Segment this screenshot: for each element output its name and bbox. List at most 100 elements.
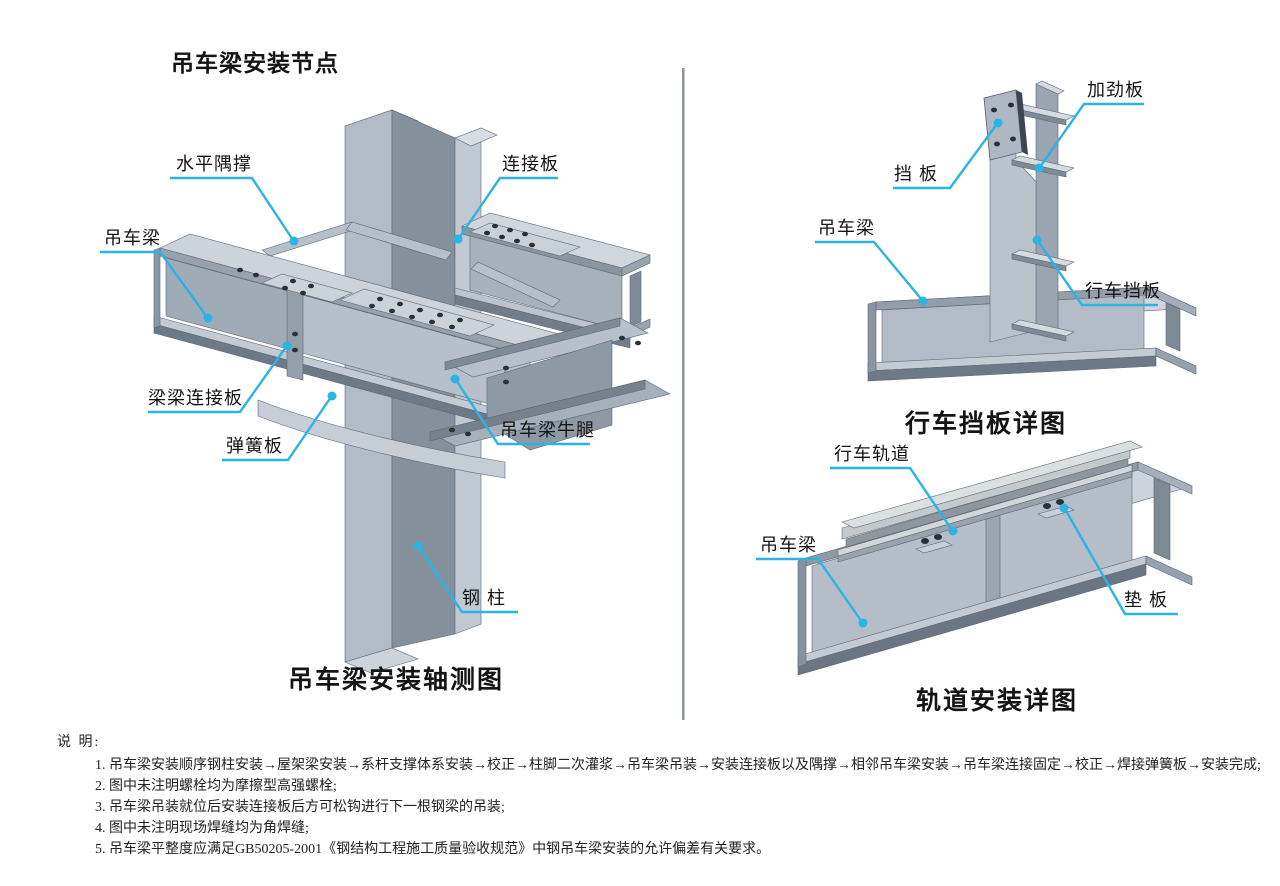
label-connection-plate: 连接板 (502, 154, 559, 174)
bolt (253, 272, 259, 278)
spring-plate-shape (257, 399, 506, 479)
leader-corbel (454, 379, 590, 446)
leader-dot (289, 236, 299, 246)
column-back-cap (454, 127, 498, 147)
bolt (503, 365, 509, 371)
bolt (292, 331, 298, 337)
stiffener-shelf-edge (1011, 323, 1067, 342)
rail-base-top (837, 464, 1133, 557)
leader-dot (858, 618, 868, 628)
rail-clamp-pads (915, 499, 1075, 554)
label-crane-rail: 行车轨道 (834, 444, 910, 464)
leader-pad-plate (1063, 508, 1178, 616)
leader-dot (327, 391, 337, 401)
bolt (499, 234, 505, 240)
crane-rail-3d (837, 440, 1143, 563)
label-crane-beam-tr: 吊车梁 (818, 218, 875, 238)
leader-dot (453, 234, 463, 244)
leader-steel-column (417, 546, 518, 614)
column-bottom-cap (344, 647, 419, 674)
bolt (484, 230, 490, 236)
corbel-plate-edge (444, 317, 621, 371)
label-corbel: 吊车梁牛腿 (500, 420, 595, 440)
bottom-right-caption: 轨道安装详图 (916, 686, 1078, 715)
leader-dots (203, 118, 1069, 628)
bolt (237, 267, 243, 273)
bolt (921, 538, 929, 544)
stop-plate (983, 89, 1023, 161)
beam-bottom-edge (797, 563, 1147, 676)
leader-horizontal-brace (170, 176, 295, 241)
note-item-4: 4. 图中未注明现场焊缝均为角焊缝; (95, 821, 309, 836)
brace-bar (345, 221, 453, 261)
bolt (437, 312, 443, 318)
leader-crane-baffle (1037, 240, 1158, 307)
bolt (994, 141, 1000, 147)
bolt (529, 242, 535, 248)
bolt (514, 238, 520, 244)
leader-dot (413, 541, 423, 551)
bolt (389, 308, 395, 314)
crane-beams-front-3d (153, 233, 567, 439)
beam-end-flange (1137, 461, 1193, 495)
beam-end-web (629, 270, 642, 328)
leader-dot (918, 296, 928, 306)
horizontal-knee-braces (261, 221, 561, 308)
bolt (1043, 503, 1051, 509)
label-beam-beam-plate: 梁梁连接板 (148, 388, 243, 408)
bolt (1008, 102, 1014, 108)
panel-divider (682, 68, 685, 720)
bolt (377, 296, 383, 302)
leader-dot (993, 118, 1003, 128)
bolt (449, 324, 455, 330)
leader-beam-beam-plate (148, 346, 287, 414)
bolt (991, 107, 997, 113)
leader-crane-beam-left (100, 250, 208, 318)
beam-end-cap (153, 247, 161, 329)
bolt (308, 283, 314, 289)
label-crane-baffle: 行车挡板 (1085, 281, 1161, 301)
beam-end-web (1165, 302, 1181, 352)
pad-plate (915, 540, 953, 554)
label-spring-plate: 弹簧板 (226, 436, 283, 456)
bolt (635, 340, 641, 346)
leader-crane-beam-tr (815, 240, 923, 301)
bolt (492, 223, 498, 229)
bolt (522, 231, 528, 237)
leader-dot (1059, 503, 1069, 513)
bolt (369, 303, 375, 309)
label-crane-beam-left: 吊车梁 (104, 228, 161, 248)
bolt (417, 307, 423, 313)
leader-baffle-plate (893, 123, 998, 190)
bolt (507, 227, 513, 233)
beam-end-bottom (1145, 555, 1193, 586)
leader-crane-rail (830, 466, 953, 531)
note-item-1: 1. 吊车梁安装顺序钢柱安装→屋架梁安装→系杆支撑体系安装→校正→柱脚二次灌浆→… (95, 758, 1261, 773)
label-pad-plate: 垫 板 (1124, 590, 1168, 610)
leader-crane-beam-br (756, 557, 863, 623)
beam-end-flange (1149, 286, 1197, 317)
bolt (465, 431, 471, 437)
bolt (292, 347, 298, 353)
beam-end-cap (621, 254, 651, 277)
joint-top-plate (261, 273, 353, 303)
label-steel-column: 钢 柱 (462, 588, 506, 608)
baffle-column-3d (983, 80, 1075, 343)
leader-dot (1032, 235, 1042, 245)
note-item-3: 3. 吊车梁吊装就位后安装连接板后方可松钩进行下一根钢梁的吊装; (95, 800, 505, 815)
bolt (397, 301, 403, 307)
note-item-5: 5. 吊车梁平整度应满足GB50205-2001《钢结构工程施工质量验收规范》中… (95, 842, 771, 857)
leader-dot (203, 313, 213, 323)
leader-dot (282, 341, 292, 351)
leader-dot (948, 526, 958, 536)
bolt (619, 335, 625, 341)
notes-block: 说 明: 1. 吊车梁安装顺序钢柱安装→屋架梁安装→系杆支撑体系安装→校正→柱脚… (57, 731, 1261, 860)
beam-end-cap (867, 301, 877, 374)
note-item-2: 2. 图中未注明螺栓均为摩擦型高强螺栓; (95, 779, 337, 794)
leader-dot (450, 374, 460, 384)
beam-end-web (1153, 477, 1171, 561)
label-baffle-plate: 挡 板 (894, 164, 938, 184)
lower-shelf-edge (429, 379, 646, 442)
